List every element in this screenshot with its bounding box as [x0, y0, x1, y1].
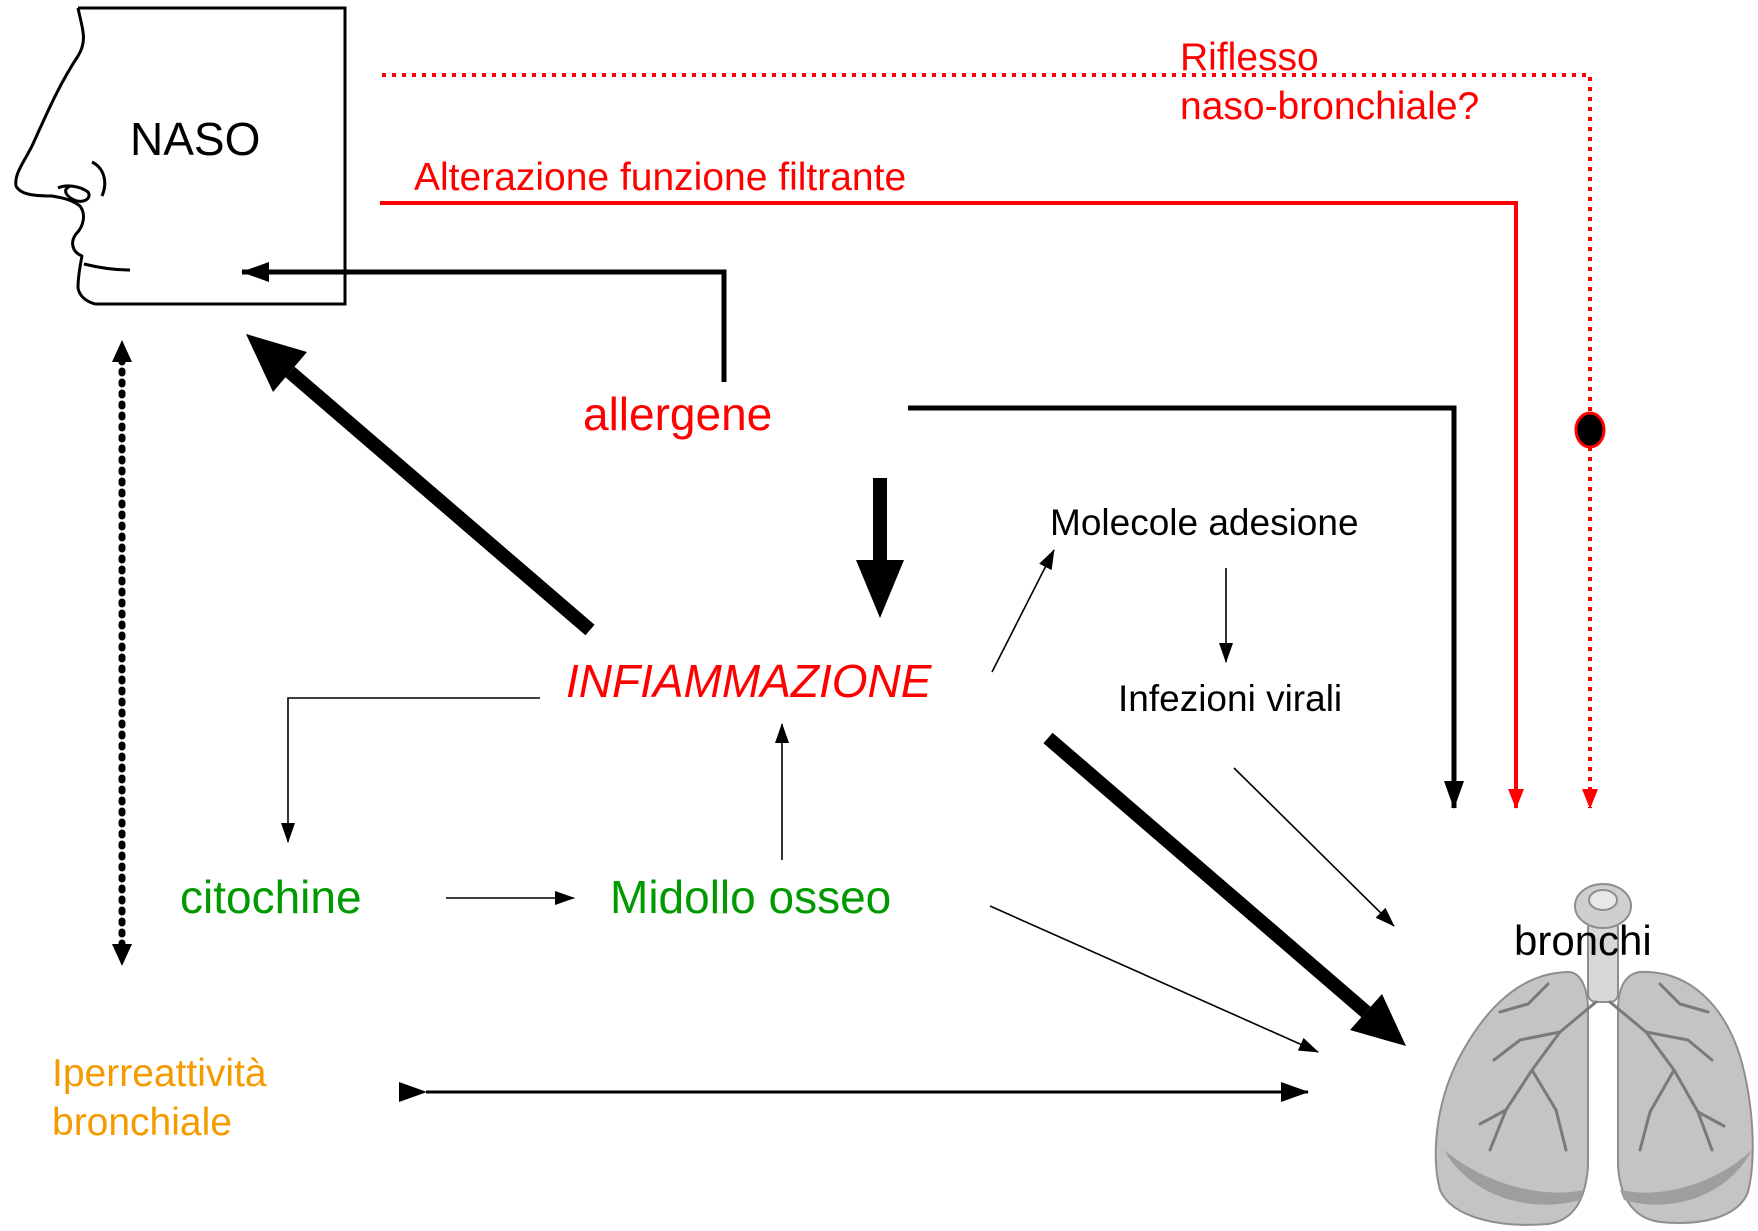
inflammation-to-bronchi-arrow [1043, 732, 1371, 1018]
riflesso-label-line2: naso-bronchiale? [1180, 84, 1480, 128]
citochine-label: citochine [180, 871, 362, 923]
molecole-label: Molecole adesione [1050, 502, 1359, 543]
midollo-to-bronchi-arrow [989, 905, 1319, 1053]
iperreattivita-label-line2: bronchiale [52, 1100, 232, 1144]
alterazione-label: Alterazione funzione filtrante [414, 156, 907, 199]
infiammazione-label: INFIAMMAZIONE [566, 655, 932, 707]
allergene-to-naso-arrow [241, 262, 727, 382]
inflammation-to-citochine-arrow [281, 697, 540, 843]
iperreattivita-label: Iperreattività bronchiale [52, 1050, 267, 1148]
inflammation-to-naso-arrow [285, 366, 595, 636]
riflesso-label-line1: Riflesso [1180, 36, 1319, 79]
nose-profile-icon [14, 6, 347, 306]
lungs-icon [1434, 883, 1754, 1226]
midollo-label: Midollo osseo [610, 871, 892, 923]
riflesso-label: Riflesso naso-bronchiale? [1180, 34, 1479, 132]
reflex-node-dot [1574, 411, 1606, 449]
naso-label: NASO [130, 113, 261, 165]
inflammation-to-molecole-arrow [991, 549, 1055, 673]
filter-alteration-path [380, 201, 1524, 809]
reflex-dotted-path [382, 73, 1598, 809]
infezioni-to-bronchi-arrow [1233, 767, 1395, 927]
iperreattivita-label-line1: Iperreattività [52, 1052, 267, 1095]
allergene-to-bronchi-arrow [908, 405, 1464, 809]
allergene-label: allergene [583, 388, 773, 440]
infezioni-label: Infezioni virali [1118, 678, 1343, 719]
bronchi-label: bronchi [1514, 917, 1652, 964]
